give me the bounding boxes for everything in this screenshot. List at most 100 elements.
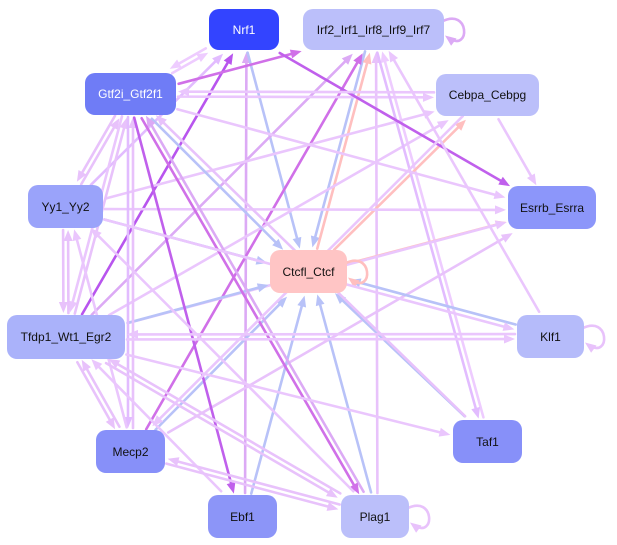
edge-plag1-to-mecp2: [174, 459, 341, 506]
node-plag1[interactable]: Plag1: [341, 495, 409, 538]
edge-plag1-to-gtf2i: [148, 121, 365, 494]
arrowhead-mecp2-to-irf: [353, 53, 363, 66]
edge-tfdp1-to-mecp2: [76, 360, 113, 424]
node-esrrb[interactable]: Esrrb_Esrra: [508, 186, 596, 229]
edge-ebf1-to-nrf1: [243, 58, 248, 495]
edge-irf-to-ctcfl: [313, 50, 367, 241]
edge-plag1-to-tfdp1: [114, 361, 342, 495]
arrowhead-tfdp1-to-cebpa: [436, 120, 449, 130]
arrowhead-cebpa-to-gtf2i: [178, 87, 190, 97]
arrowhead-tfdp1-to-ctcfl: [256, 283, 269, 293]
edge-tfdp1-to-plag1: [104, 361, 333, 496]
edge-taf1-to-irf: [382, 57, 485, 419]
arrowhead-gtf2i-to-yy1: [76, 169, 87, 182]
arrowhead-mecp2-to-esrrb: [500, 233, 513, 243]
arrowhead-plag1-to-yy1: [90, 228, 102, 240]
edge-gtf2i-to-nrf1: [170, 55, 203, 75]
arrowhead-tfdp1-to-esrrb: [494, 220, 507, 230]
node-nrf1[interactable]: Nrf1: [209, 9, 279, 50]
edge-klf1-to-irf: [391, 56, 541, 314]
edge-self-klf1: [581, 324, 606, 350]
arrowhead-mecp2-to-ctcfl: [276, 296, 288, 308]
arrowhead-taf1-to-ctcfl: [334, 293, 347, 305]
arrowhead-tfdp1-to-taf1: [438, 427, 451, 437]
edge-irf-to-taf1: [376, 51, 478, 413]
edge-plag1-to-yy1: [95, 232, 355, 493]
edge-tfdp1-to-nrf1: [80, 58, 231, 316]
arrowhead-tfdp1-to-yy1: [63, 229, 73, 242]
node-irf[interactable]: Irf2_Irf1_Irf8_Irf9_Irf7: [303, 9, 444, 50]
edge-self-ctcfl: [344, 259, 369, 285]
arrowhead-plag1-to-gtf2i: [145, 115, 156, 128]
arrowhead-tfdp1-to-irf: [341, 53, 353, 65]
arrowhead-yy1-to-esrrb: [494, 205, 506, 215]
arrowhead-self-ctcfl: [348, 277, 360, 288]
arrowhead-mecp2-to-yy1: [72, 229, 82, 242]
edge-mecp2-to-irf: [144, 58, 361, 431]
arrowhead-tfdp1-to-mecp2: [105, 417, 116, 430]
arrowhead-ctcfl-to-cebpa: [454, 119, 466, 131]
edge-mecp2-to-plag1: [165, 462, 332, 509]
edge-nrf1-to-gtf2i: [175, 47, 208, 67]
node-ebf1[interactable]: Ebf1: [208, 495, 277, 538]
arrowhead-self-irf: [445, 35, 457, 46]
arrowhead-klf1-to-tfdp1: [126, 329, 139, 339]
node-ctcfl[interactable]: Ctcfl_Ctcf: [270, 250, 347, 293]
arrowhead-irf-to-taf1: [471, 406, 480, 419]
node-klf1[interactable]: Klf1: [517, 315, 584, 358]
edge-gtf2i-to-yy1: [79, 114, 117, 177]
edge-tfdp1-to-taf1: [125, 353, 444, 435]
edge-yy1-to-esrrb: [103, 207, 500, 212]
arrowhead-gtf2i-to-irf: [289, 49, 302, 59]
node-taf1[interactable]: Taf1: [453, 420, 522, 463]
node-tfdp1[interactable]: Tfdp1_Wt1_Egr2: [7, 315, 125, 359]
edge-self-irf: [441, 17, 466, 43]
arrowhead-mecp2-to-plag1: [326, 502, 339, 511]
node-cebpa[interactable]: Cebpa_Cebpg: [436, 74, 539, 116]
edge-tfdp1-to-ctcfl: [126, 285, 263, 325]
arrowhead-cebpa-to-mecp2: [152, 415, 164, 427]
edge-cebpa-to-esrrb: [497, 117, 534, 180]
arrowhead-tfdp1-to-klf1: [503, 334, 516, 344]
edge-klf1-to-ctcfl: [356, 280, 517, 326]
arrowhead-nrf1-to-gtf2i: [169, 59, 182, 69]
arrowhead-yy1-to-nrf1: [212, 53, 224, 65]
arrowhead-klf1-to-irf: [388, 50, 399, 63]
arrowhead-taf1-to-irf: [380, 51, 390, 64]
edge-gtf2i-to-esrrb: [176, 107, 499, 197]
arrowhead-self-klf1: [585, 342, 597, 353]
edge-mecp2-to-tfdp1: [84, 365, 121, 429]
arrowhead-self-plag1: [410, 522, 422, 533]
edge-yy1-to-gtf2i: [79, 123, 117, 186]
arrowhead-gtf2i-to-plag1: [349, 482, 360, 495]
arrowhead-ebf1-to-tfdp1: [91, 359, 103, 371]
edge-self-plag1: [406, 504, 431, 530]
arrowhead-plag1-to-ctcfl: [315, 294, 325, 307]
arrowhead-gtf2i-to-ctcfl: [272, 238, 284, 250]
arrowhead-tfdp1-to-plag1: [325, 488, 338, 498]
arrowhead-gtf2i-to-tfdp1: [68, 300, 78, 313]
arrowhead-tfdp1-to-gtf2i: [119, 117, 129, 130]
arrowhead-yy1-to-gtf2i: [109, 118, 120, 131]
arrowhead-cebpa-to-esrrb: [526, 173, 537, 186]
edge-cebpa-to-gtf2i: [184, 90, 436, 94]
node-gtf2i[interactable]: Gtf2i_Gtf2f1: [85, 73, 176, 115]
node-mecp2[interactable]: Mecp2: [96, 430, 165, 473]
arrowhead-gtf2i-to-ebf1: [226, 481, 236, 494]
edge-nrf1-to-esrrb: [278, 51, 505, 184]
edge-gtf2i-to-irf: [177, 51, 296, 86]
edge-ebf1-to-tfdp1: [95, 363, 223, 493]
edge-gtf2i-to-cebpa: [176, 95, 428, 99]
edge-tfdp1-to-cebpa: [107, 122, 444, 317]
arrowhead-gtf2i-to-cebpa: [422, 92, 434, 102]
edge-gtf2i-to-ctcfl: [150, 117, 279, 246]
arrowhead-ctcfl-to-irf: [362, 52, 372, 65]
arrowhead-nrf1-to-ctcfl: [292, 236, 302, 249]
arrowhead-plag1-to-mecp2: [167, 457, 180, 466]
node-yy1[interactable]: Yy1_Yy2: [28, 185, 103, 228]
edge-plag1-to-irf: [374, 58, 379, 495]
arrowhead-gtf2i-to-esrrb: [493, 190, 506, 200]
arrowhead-irf-to-ctcfl: [310, 235, 320, 248]
arrowhead-ebf1-to-ctcfl: [297, 295, 307, 308]
edge-gtf2i-to-plag1: [140, 116, 357, 489]
